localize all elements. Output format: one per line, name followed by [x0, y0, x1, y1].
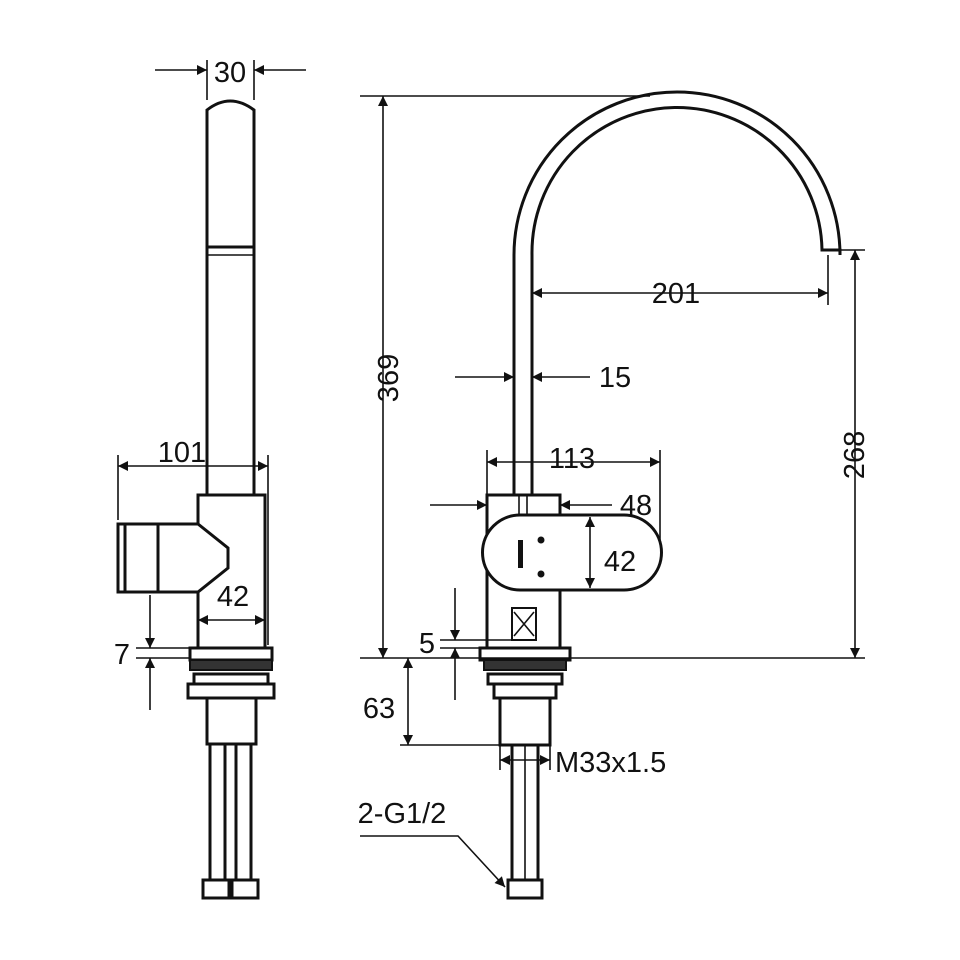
dim-48: 48 — [620, 490, 652, 522]
dim-7: 7 — [114, 639, 130, 671]
side-spout-column — [205, 99, 256, 497]
dim-42-front: 42 — [604, 546, 636, 578]
front-nut — [492, 682, 558, 700]
dim-42-side: 42 — [217, 581, 249, 613]
side-nut — [186, 682, 276, 700]
front-hose-nut — [506, 878, 544, 900]
dim-369: 369 — [373, 354, 405, 402]
dim-30: 30 — [214, 57, 246, 89]
side-hose-nut — [201, 878, 231, 900]
side-shank — [205, 696, 258, 746]
side-hose-nut — [230, 878, 260, 900]
handle-dot — [537, 570, 545, 578]
side-handle — [116, 522, 230, 594]
dim-15: 15 — [599, 362, 631, 394]
dim-hose-connection: 2-G1/2 — [358, 798, 447, 830]
dim-63: 63 — [363, 693, 395, 725]
dim-5: 5 — [419, 628, 435, 660]
dimension-lines — [117, 60, 865, 888]
cartridge-cross — [513, 611, 535, 637]
side-gasket — [189, 659, 273, 671]
front-shank — [498, 696, 552, 747]
dimension-labels: 30 101 42 7 369 201 268 15 113 48 42 5 6… — [114, 57, 871, 830]
handle-mark — [518, 540, 523, 568]
handle-dot — [537, 536, 545, 544]
front-gooseneck-spout — [512, 90, 842, 497]
dim-201: 201 — [652, 278, 700, 310]
front-view-faucet — [478, 90, 842, 900]
dim-268: 268 — [839, 431, 871, 479]
front-gasket — [483, 659, 567, 671]
dim-101: 101 — [158, 437, 206, 469]
front-handle — [481, 513, 663, 592]
side-hose — [234, 742, 253, 882]
side-base-plate — [188, 646, 274, 662]
side-view-faucet — [116, 99, 276, 900]
dim-thread: M33x1.5 — [555, 747, 666, 779]
side-hose — [208, 742, 227, 882]
dim-113: 113 — [549, 443, 595, 475]
